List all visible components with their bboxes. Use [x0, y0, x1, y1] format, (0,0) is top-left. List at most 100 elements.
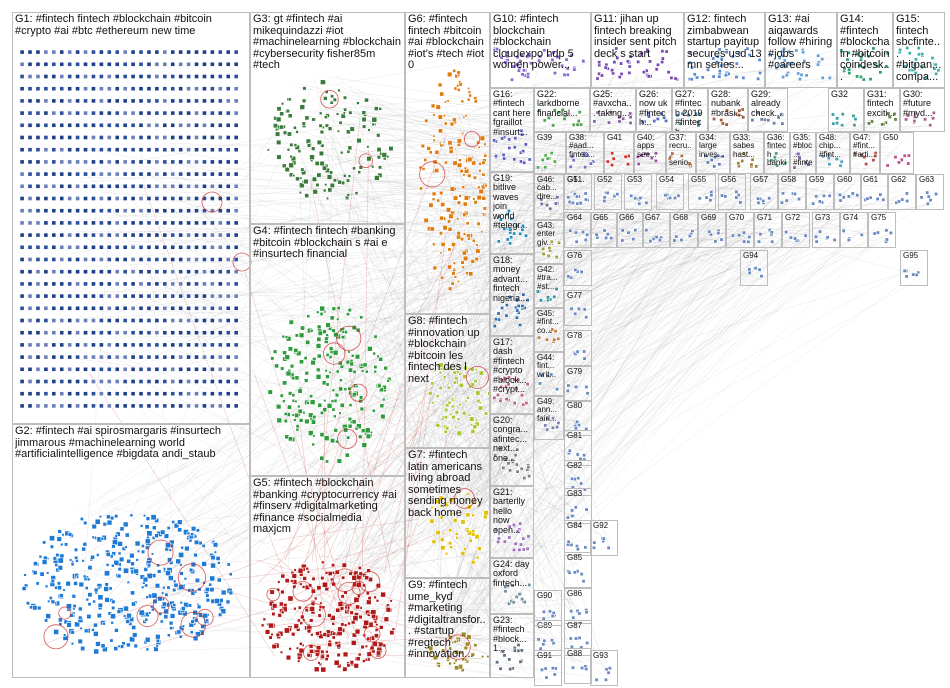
group-g42-box: G42: #tra... #st... [534, 264, 564, 308]
group-g1-label: G1: #fintech fintech #blockchain #bitcoi… [15, 14, 215, 37]
edge-line [109, 210, 513, 406]
node-marker [98, 49, 104, 55]
edge-line [436, 151, 903, 359]
group-small-25-box: G76 [564, 250, 592, 286]
edge-line [118, 119, 881, 559]
node-marker [51, 49, 57, 55]
edge-line [327, 212, 554, 591]
edge-line [347, 323, 585, 419]
node-marker [106, 74, 112, 79]
edge-line [432, 392, 470, 648]
node-marker [233, 49, 239, 55]
edge-line [188, 77, 317, 359]
node-marker [154, 61, 160, 67]
node-marker [138, 49, 144, 55]
group-g19-box: G19: bitlive waves join world #telegr... [490, 172, 534, 254]
node-marker [202, 74, 207, 79]
edge-line [189, 252, 543, 264]
edge-line [380, 407, 460, 624]
edge-line [312, 127, 779, 447]
edge-line [297, 373, 464, 422]
node-marker [225, 61, 231, 67]
group-g20-label: G20: congra... afintec... next... one... [493, 416, 531, 463]
edge-line [133, 185, 818, 189]
node-marker [178, 110, 184, 116]
node-marker [35, 74, 41, 79]
group-small-19-label: G70 [729, 214, 745, 222]
edge-line [299, 192, 309, 402]
edge-line [284, 134, 447, 561]
edge-line [451, 149, 502, 416]
edge-line [292, 238, 654, 350]
node-marker [170, 110, 176, 116]
edge-line [332, 167, 867, 609]
edge-line [141, 261, 572, 517]
group-g50-box: G50 [880, 132, 914, 174]
edge-line [180, 146, 507, 626]
edge-line [461, 77, 858, 505]
group-g40-box: G40: apps see... [634, 132, 666, 174]
edge-line [466, 112, 583, 661]
edge-line [334, 121, 620, 160]
edge-line [441, 68, 619, 395]
edge-line [360, 125, 438, 549]
edge-line [97, 576, 519, 672]
edge-line [312, 373, 519, 585]
node-marker [138, 98, 144, 104]
group-small-5-box: G56 [718, 174, 746, 210]
node-marker [233, 61, 239, 67]
edge-line [460, 149, 545, 639]
group-g41-box: G41 [604, 132, 634, 174]
group-small-3-box: G54 [656, 174, 684, 210]
group-small-26-label: G77 [567, 292, 583, 300]
edge-line [323, 102, 735, 225]
group-small-22-box: G73 [812, 212, 840, 248]
edge-line [328, 238, 660, 355]
node-marker [170, 74, 176, 79]
edge-line [432, 509, 583, 667]
edge-line [103, 226, 581, 652]
edge-line [111, 215, 685, 231]
edge-line [465, 264, 749, 660]
edge-line [429, 196, 870, 493]
group-small-10-label: G61 [863, 176, 879, 184]
node-marker [19, 98, 25, 104]
edge-line [179, 182, 437, 338]
edge-line [80, 308, 312, 319]
group-g44-label: G44: fint... writ... [537, 354, 557, 379]
edge-line [157, 241, 607, 559]
node-marker [233, 74, 239, 79]
edge-line [358, 196, 740, 650]
edge-line [353, 111, 782, 150]
group-small-34-box: G85 [564, 552, 592, 588]
group-small-24-label: G75 [871, 214, 887, 222]
group-g14-label: G14: #fintech #blockchain #bitcoin coind… [840, 14, 890, 83]
edge-line [439, 456, 582, 667]
edge-line [457, 351, 581, 612]
node-marker [233, 86, 239, 92]
group-small-2-label: G53 [627, 176, 643, 184]
edge-line [359, 106, 549, 152]
edge-line [452, 551, 577, 663]
edge-line [288, 111, 700, 368]
edge-line [81, 317, 581, 555]
edge-line [323, 260, 761, 435]
edge-line [147, 627, 572, 643]
group-small-8-box: G59 [806, 174, 834, 210]
edge-line [350, 393, 436, 574]
edge-line [447, 296, 549, 655]
edge-line [346, 107, 930, 576]
node-marker [27, 61, 33, 67]
edge-line [444, 201, 573, 373]
group-g48-box: G48: chip... #fint... [816, 132, 850, 174]
node-marker [106, 98, 112, 104]
edge-line [294, 199, 733, 639]
node-marker [154, 74, 160, 79]
node-marker [106, 61, 112, 67]
edge-line [457, 223, 597, 409]
edge-line [111, 147, 594, 327]
edge-line [358, 150, 829, 240]
edge-line [291, 192, 640, 373]
edge-line [441, 418, 572, 647]
